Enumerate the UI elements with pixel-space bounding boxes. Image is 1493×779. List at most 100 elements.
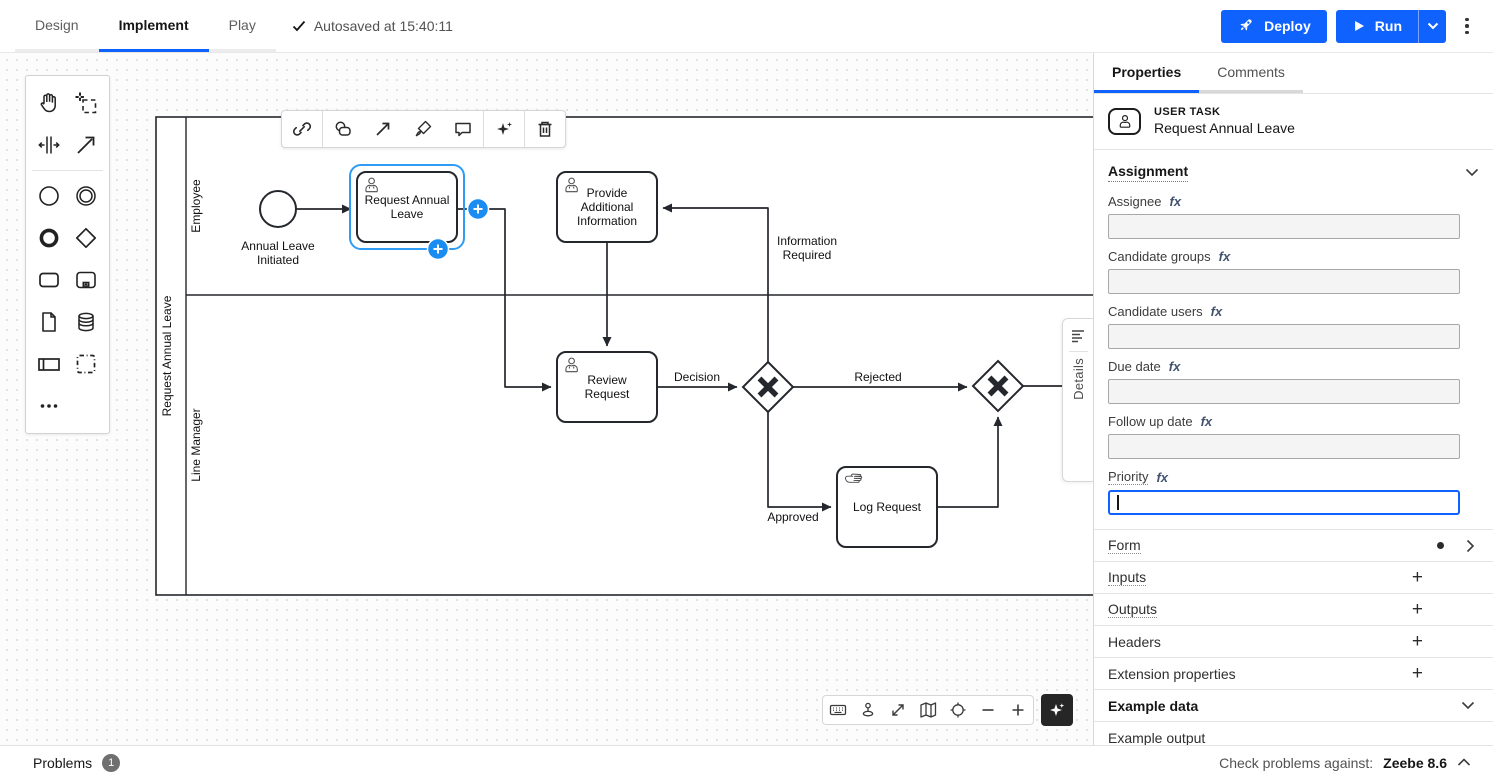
bpmn-canvas[interactable]: Request Annual Leave Employee Line Manag… [0,53,1093,745]
connect-arrow-icon[interactable] [363,111,403,147]
overflow-menu-button[interactable] [1455,10,1479,43]
properties-panel: Properties Comments USER TASK Request An… [1093,53,1493,745]
change-type-brush-icon[interactable] [403,111,443,147]
candidate-users-input[interactable] [1108,324,1460,349]
problems-toggle[interactable]: Problems 1 [33,753,121,772]
palette-more-icon[interactable] [30,385,67,427]
feel-fx-icon[interactable]: fx [1210,304,1223,319]
deploy-button[interactable]: Deploy [1221,9,1327,43]
svg-text:Initiated: Initiated [257,253,299,267]
delete-trash-icon[interactable] [525,111,565,147]
zoom-out-icon[interactable] [973,696,1003,724]
copilot-button[interactable] [1041,694,1073,726]
user-task-review-request[interactable]: Review Request [556,351,658,423]
follow-up-date-input[interactable] [1108,434,1460,459]
feel-fx-icon[interactable]: fx [1200,414,1213,429]
chevron-down-icon [1427,22,1438,30]
space-tool-icon[interactable] [30,124,67,166]
group-example-data[interactable]: Example data [1094,690,1493,722]
feel-fx-icon[interactable]: fx [1218,249,1231,264]
problems-label: Problems [33,754,93,771]
due-date-input[interactable] [1108,379,1460,404]
ai-sparkle-icon[interactable] [484,111,524,147]
create-group-icon[interactable] [67,343,104,385]
start-event-annual-leave-initiated[interactable]: Annual Leave Initiated [241,190,315,267]
append-badge-bottom[interactable] [426,237,450,261]
hand-tool-icon[interactable] [30,82,67,124]
user-task-provide-additional-information[interactable]: Provide Additional Information [556,171,658,243]
tab-implement[interactable]: Implement [98,0,209,52]
priority-input[interactable] [1108,490,1460,515]
mode-tabs: Design Implement Play [15,0,276,52]
tab-play[interactable]: Play [208,0,276,52]
add-icon[interactable]: + [1411,631,1423,652]
add-icon[interactable]: + [1411,567,1423,588]
engine-version-select[interactable]: Zeebe 8.6 [1383,754,1447,771]
pool-label: Request Annual Leave [160,295,174,416]
field-follow-up-date: Follow up date fx [1094,414,1493,459]
group-example-output[interactable]: Example output [1094,722,1493,746]
run-button[interactable]: Run [1335,9,1418,43]
link-icon[interactable] [282,111,322,147]
create-start-event-icon[interactable] [30,175,67,217]
append-badge-right[interactable] [466,197,490,221]
add-icon[interactable]: + [1411,663,1423,684]
tab-properties[interactable]: Properties [1094,53,1200,93]
label-decision[interactable]: Decision [674,370,720,384]
group-form[interactable]: Form [1094,530,1493,562]
assignee-input[interactable] [1108,214,1460,239]
create-task-icon[interactable] [30,259,67,301]
append-element-icon[interactable] [323,111,363,147]
chevron-down-icon [1465,168,1479,177]
feel-fx-icon[interactable]: fx [1169,194,1182,209]
tab-comments[interactable]: Comments [1199,53,1303,93]
exclusive-gateway-decision[interactable] [741,360,795,414]
lasso-tool-icon[interactable] [67,82,104,124]
create-subprocess-icon[interactable] [67,259,104,301]
joystick-icon[interactable] [853,696,883,724]
user-task-request-annual-leave[interactable]: Request Annual Leave [349,164,490,261]
create-data-object-icon[interactable] [30,301,67,343]
create-data-store-icon[interactable] [67,301,104,343]
rocket-icon [1240,19,1252,31]
chevron-up-icon[interactable] [1457,758,1471,767]
flow-approved[interactable] [767,412,832,512]
comment-icon[interactable] [443,111,483,147]
add-icon[interactable]: + [1411,599,1423,620]
tab-design[interactable]: Design [15,0,99,52]
feel-fx-icon[interactable]: fx [1156,469,1169,485]
details-panel-toggle[interactable]: Details [1062,318,1093,482]
reset-view-target-icon[interactable] [943,696,973,724]
create-gateway-icon[interactable] [67,217,104,259]
group-inputs[interactable]: Inputs + [1094,562,1493,594]
group-headers[interactable]: Headers + [1094,626,1493,658]
keyboard-shortcuts-icon[interactable] [823,696,853,724]
create-intermediate-event-icon[interactable] [67,175,104,217]
label-approved[interactable]: Approved [767,510,818,524]
group-assignment-header[interactable]: Assignment [1094,150,1493,184]
label-information-required[interactable]: Information Required [777,234,837,262]
svg-text:Information: Information [577,214,637,228]
global-connect-tool-icon[interactable] [67,124,104,166]
details-list-icon [1072,330,1084,343]
create-end-event-icon[interactable] [30,217,67,259]
flow-information-required[interactable] [662,203,769,362]
exclusive-gateway-merge[interactable] [971,359,1025,413]
fit-viewport-icon[interactable] [883,696,913,724]
create-participant-icon[interactable] [30,343,67,385]
feel-fx-icon[interactable]: fx [1168,359,1181,374]
group-outputs[interactable]: Outputs + [1094,594,1493,626]
palette [25,75,110,434]
manual-task-log-request[interactable]: Log Request [836,466,938,548]
follow-up-date-label: Follow up date [1108,414,1193,429]
svg-text:Required: Required [783,248,832,262]
minimap-icon[interactable] [913,696,943,724]
candidate-groups-input[interactable] [1108,269,1460,294]
run-options-button[interactable] [1418,9,1446,43]
flow-log-to-merge[interactable] [937,416,1003,508]
label-rejected[interactable]: Rejected [854,370,901,384]
group-extension-properties[interactable]: Extension properties + [1094,658,1493,690]
zoom-in-icon[interactable] [1003,696,1033,724]
